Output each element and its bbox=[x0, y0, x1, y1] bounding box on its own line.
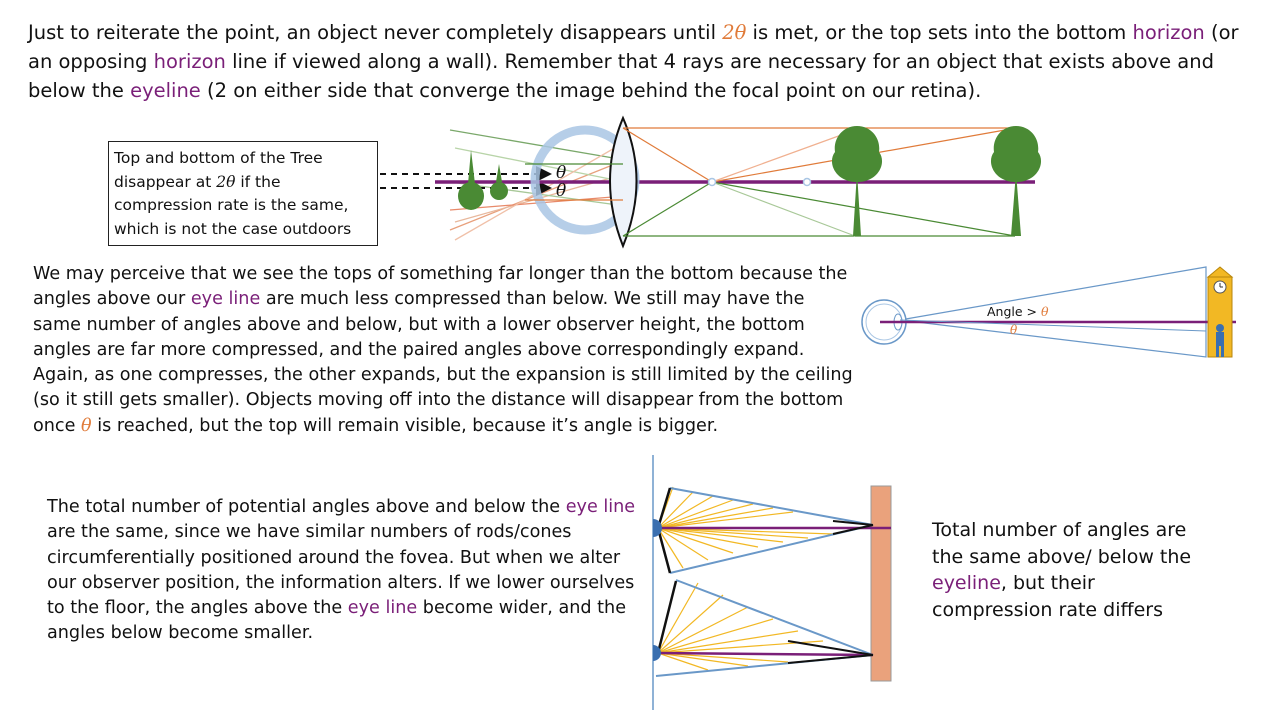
eyeline-term: eyeline bbox=[932, 572, 1001, 594]
lens-ray-diagram: θ θ bbox=[380, 115, 1042, 249]
text-run: We may perceive that we see the tops of … bbox=[33, 264, 848, 310]
text-run: (2 on either side that converge the imag… bbox=[200, 79, 982, 102]
two-theta-symbol: 2θ bbox=[722, 21, 747, 44]
theta-symbol: θ bbox=[81, 415, 92, 436]
tree-middle bbox=[831, 126, 883, 236]
upper-observer-fan bbox=[653, 486, 891, 574]
person-figure bbox=[1216, 324, 1224, 357]
text-run: line if viewed along a wall). Remember t… bbox=[28, 50, 1214, 102]
theta-label-lower: θ bbox=[556, 181, 566, 201]
text-run: is reached, but the top will remain visi… bbox=[91, 415, 719, 436]
perception-paragraph: We may perceive that we see the tops of … bbox=[33, 262, 853, 439]
compression-fan-diagram bbox=[652, 455, 892, 710]
angles-paragraph: The total number of potential angles abo… bbox=[47, 495, 637, 647]
inverted-tree-small bbox=[490, 164, 508, 200]
horizon-term: horizon bbox=[1132, 21, 1205, 44]
text-run: Just to reiterate the point, an object n… bbox=[28, 21, 723, 44]
theta-label-upper: θ bbox=[556, 163, 566, 183]
compression-summary: Total number of angles are the same abov… bbox=[932, 517, 1192, 623]
eye-line-term: eye line bbox=[347, 598, 418, 619]
clock-tower bbox=[1206, 266, 1234, 358]
intro-paragraph: Just to reiterate the point, an object n… bbox=[28, 18, 1268, 105]
text-run: are the same, since we have similar numb… bbox=[47, 522, 635, 619]
two-theta-symbol: 2θ bbox=[216, 172, 236, 191]
text-run: (or an opposing bbox=[28, 21, 1239, 73]
eye-angle-diagram: Angle > θ θ bbox=[861, 266, 1236, 358]
angle-label: Angle > θ bbox=[987, 304, 1049, 319]
text-run: Total number of angles are the same abov… bbox=[932, 519, 1192, 568]
text-run: are much less compressed than below. We … bbox=[33, 289, 853, 436]
text-run: Top and bottom of the Tree disappear at bbox=[114, 149, 323, 191]
focal-point bbox=[707, 177, 717, 187]
convex-lens bbox=[609, 115, 638, 249]
tree-far bbox=[990, 126, 1042, 236]
eyeline-dot bbox=[802, 177, 812, 187]
wall bbox=[870, 485, 892, 682]
text-run: , but their compression rate differs bbox=[932, 572, 1163, 621]
lower-observer-fan bbox=[653, 579, 874, 677]
text-run: if the compression rate is the same, whi… bbox=[114, 172, 352, 238]
eyeline-term: eyeline bbox=[130, 79, 201, 102]
text-run: is met, or the top sets into the bottom bbox=[746, 21, 1133, 44]
viewing-wedge bbox=[899, 266, 1207, 358]
inverted-tree-large bbox=[458, 150, 484, 210]
theta-label: θ bbox=[1010, 323, 1018, 337]
text-run: The total number of potential angles abo… bbox=[47, 497, 566, 517]
horizon-term: horizon bbox=[153, 50, 226, 73]
text-run: become wider, and the angles below becom… bbox=[47, 598, 627, 644]
eye-line-term: eye line bbox=[565, 497, 636, 517]
tree-callout-box: Top and bottom of the Tree disappear at … bbox=[108, 141, 378, 246]
eye-line-term: eye line bbox=[190, 289, 261, 310]
